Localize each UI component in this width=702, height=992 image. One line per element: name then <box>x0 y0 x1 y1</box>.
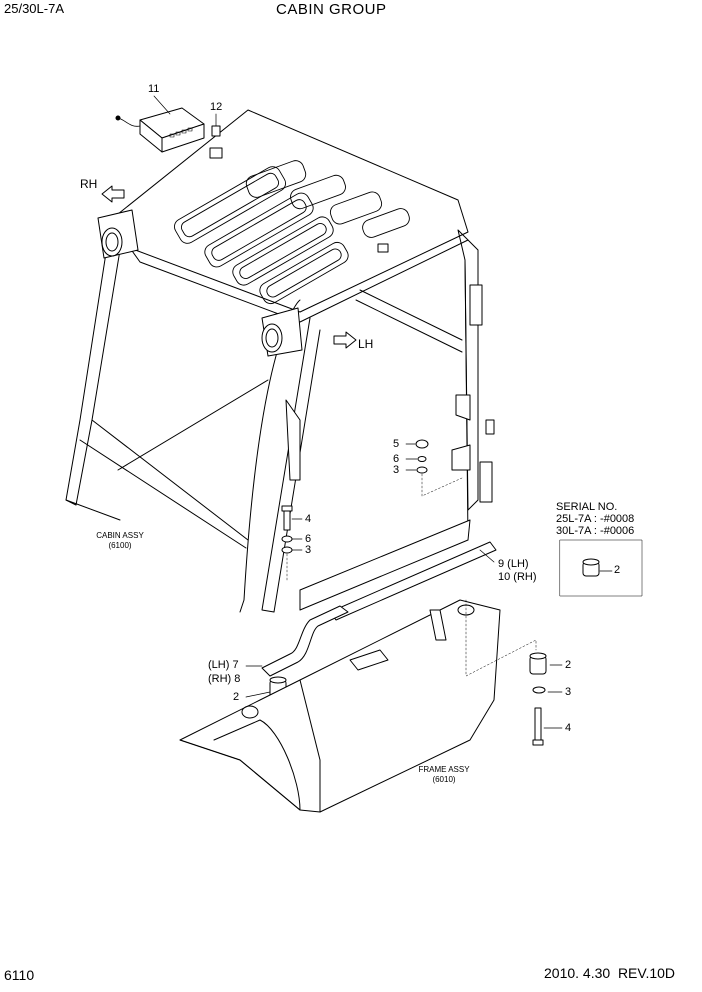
lh-work-lamp <box>261 307 303 357</box>
callout-3-mid: 3 <box>305 544 312 556</box>
roof-window-panels <box>174 160 410 305</box>
callout-9-lh: 9 (LH) <box>498 558 529 570</box>
page-number: 6110 <box>4 967 35 983</box>
callout-7-lh: (LH) 7 <box>208 659 239 671</box>
serial-part-callout: 2 <box>614 564 621 576</box>
callout-3-top: 3 <box>393 464 400 476</box>
callout-5: 5 <box>393 438 400 450</box>
rubber-mount-right <box>529 652 563 675</box>
mounting-bracket-7-8 <box>245 605 349 677</box>
callout-10-rh: 10 (RH) <box>498 571 537 583</box>
cabin-assy-code: (6100) <box>108 541 132 550</box>
connector-part <box>211 113 221 137</box>
rh-arrow-icon <box>101 185 125 203</box>
controller-module <box>115 107 205 153</box>
washer-right <box>532 686 563 694</box>
rh-work-lamp <box>97 209 139 259</box>
callout-8-rh: (RH) 8 <box>208 673 241 685</box>
serial-line-1: 25L-7A : -#0008 <box>556 513 635 525</box>
cabin-frame <box>65 229 495 613</box>
callout-6-top: 6 <box>393 453 400 465</box>
revision-date: 2010. 4.30 REV.10D <box>544 965 676 981</box>
lh-label: LH <box>358 337 374 351</box>
callout-2-left: 2 <box>233 691 240 703</box>
page-title: CABIN GROUP <box>276 1 387 18</box>
callout-6-mid: 6 <box>305 533 312 545</box>
bolt-right <box>532 707 563 746</box>
upper-fastener-stack <box>405 439 463 497</box>
serial-line-2: 30L-7A : -#0006 <box>556 525 635 537</box>
lh-arrow-icon <box>333 331 357 349</box>
callout-4-right: 4 <box>565 722 572 734</box>
serial-note-box <box>559 539 643 597</box>
frame-assy <box>179 599 501 813</box>
middle-fastener-stack <box>281 505 303 581</box>
serial-title: SERIAL NO. <box>556 501 618 513</box>
frame-assy-label: FRAME ASSY <box>418 765 470 774</box>
cabin-assy-label: CABIN ASSY <box>96 531 144 540</box>
callout-3-right: 3 <box>565 686 572 698</box>
frame-assy-code: (6010) <box>432 775 456 784</box>
rh-label: RH <box>80 177 98 191</box>
callout-12: 12 <box>210 101 223 113</box>
callout-2-right: 2 <box>565 659 572 671</box>
model-label: 25/30L-7A <box>4 1 64 16</box>
callout-4-mid: 4 <box>305 513 312 525</box>
callout-11: 11 <box>148 83 160 95</box>
